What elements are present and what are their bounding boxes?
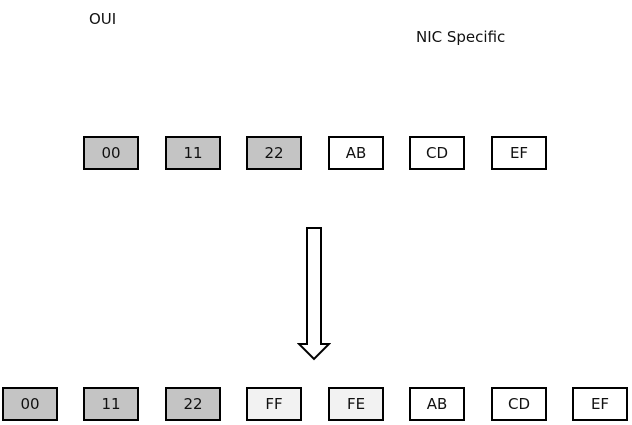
mac-byte-6: EF xyxy=(491,136,547,170)
mac-byte-1: 00 xyxy=(83,136,139,170)
nic-specific-label: NIC Specific xyxy=(416,28,506,46)
down-arrow-icon xyxy=(297,227,331,361)
eui-byte-7: CD xyxy=(491,387,547,421)
eui-byte-1: 00 xyxy=(2,387,58,421)
oui-label: OUI xyxy=(89,10,117,28)
eui-byte-3: 22 xyxy=(165,387,221,421)
eui-byte-5: FE xyxy=(328,387,384,421)
mac-byte-4: AB xyxy=(328,136,384,170)
eui-byte-6: AB xyxy=(409,387,465,421)
eui-byte-8: EF xyxy=(572,387,628,421)
eui-byte-2: 11 xyxy=(83,387,139,421)
mac-byte-2: 11 xyxy=(165,136,221,170)
mac-byte-3: 22 xyxy=(246,136,302,170)
eui-byte-4: FF xyxy=(246,387,302,421)
mac-byte-5: CD xyxy=(409,136,465,170)
